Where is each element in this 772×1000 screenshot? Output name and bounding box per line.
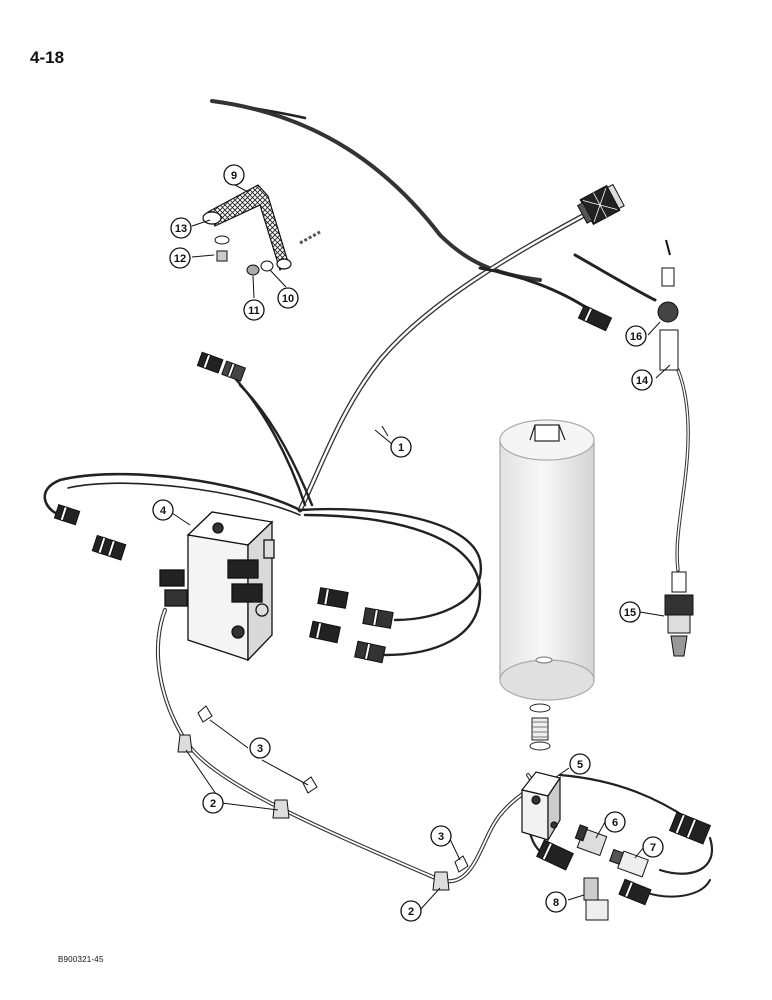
callout-11: 11	[243, 299, 265, 321]
connector-item16	[657, 239, 679, 371]
electrical-connectors	[53, 183, 712, 906]
plug-left-2	[91, 534, 127, 561]
callout-14: 14	[631, 369, 653, 391]
svg-text:14: 14	[636, 375, 649, 387]
plug-pair-right-4	[354, 640, 386, 664]
wire-harness	[43, 99, 713, 898]
callout-12: 12	[169, 247, 191, 269]
callout-1: 1	[390, 436, 412, 458]
svg-text:2: 2	[408, 906, 414, 918]
plug-item8-right	[618, 878, 652, 906]
svg-text:3: 3	[438, 831, 444, 843]
callout-10: 10	[277, 287, 299, 309]
callout-2a: 2	[202, 792, 224, 814]
callout-7: 7	[642, 836, 664, 858]
plug-pair-right-2	[362, 607, 394, 629]
svg-text:3: 3	[257, 743, 263, 755]
svg-text:4: 4	[160, 505, 167, 517]
callout-4: 4	[152, 499, 174, 521]
accumulator-tank	[499, 419, 595, 701]
callout-8: 8	[545, 891, 567, 913]
plug-pair-upper-left	[196, 351, 247, 382]
hardware	[214, 230, 321, 276]
reference-code: B900321-45	[58, 955, 104, 964]
svg-text:15: 15	[624, 607, 636, 619]
svg-text:7: 7	[650, 842, 656, 854]
callout-16: 16	[625, 325, 647, 347]
hose-clips	[177, 705, 469, 891]
valve-block	[159, 511, 275, 662]
plug-item7-right	[668, 811, 712, 845]
tee-block	[520, 771, 561, 843]
callout-3b: 3	[430, 825, 452, 847]
pressure-switch-item7	[609, 848, 649, 878]
leader-lines	[171, 184, 671, 911]
sensor-item15	[664, 571, 694, 657]
svg-text:8: 8	[553, 897, 559, 909]
callout-15: 15	[619, 601, 641, 623]
round-connector	[576, 183, 625, 226]
svg-text:2: 2	[210, 798, 216, 810]
callout-9: 9	[223, 164, 245, 186]
svg-text:13: 13	[175, 223, 187, 235]
svg-text:10: 10	[282, 293, 294, 305]
svg-text:5: 5	[577, 759, 583, 771]
svg-text:6: 6	[612, 817, 618, 829]
svg-text:11: 11	[248, 305, 260, 317]
tank-fitting	[529, 703, 551, 751]
callouts: 1 2 2 2 3 3 4 5 6 7 8 9 10 11 12 13 14 1…	[152, 164, 664, 922]
pressure-switch-item8	[583, 877, 609, 921]
callout-5: 5	[569, 753, 591, 775]
fitting-item6	[574, 824, 608, 857]
plug-pair-left	[53, 504, 81, 526]
callout-3a: 3	[249, 737, 271, 759]
page-number: 4-18	[30, 48, 65, 67]
plug-pair-right-1	[317, 587, 349, 609]
plug-pair-right-3	[309, 620, 341, 644]
callout-13: 13	[170, 217, 192, 239]
callout-6: 6	[604, 811, 626, 833]
svg-text:9: 9	[231, 170, 237, 182]
svg-text:16: 16	[630, 331, 642, 343]
ground-strap	[202, 184, 292, 272]
svg-text:12: 12	[174, 253, 186, 265]
plug-upper-right	[577, 304, 613, 332]
plug-item5-left	[536, 839, 574, 871]
callout-2b: 2	[400, 900, 422, 922]
svg-text:1: 1	[398, 442, 404, 454]
